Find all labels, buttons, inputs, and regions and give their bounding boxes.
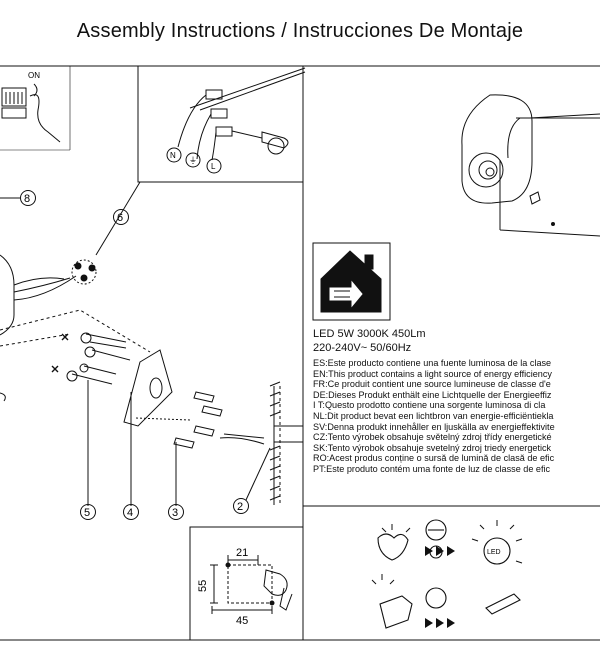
power-spec: 220-240V~ 50/60Hz [313, 342, 412, 354]
energy-class-text-block: ES:Este producto contiene una fuente lum… [313, 358, 600, 475]
dim-45-label: 45 [236, 615, 248, 627]
lang-sk: SK:Tento výrobok obsahuje svetelný zdroj… [313, 442, 552, 453]
switch-on-label: ON [28, 71, 40, 80]
terminal-l-label: L [211, 162, 216, 171]
callout-5-circle [80, 504, 96, 520]
callout-4-label: 4 [127, 507, 133, 519]
led-icon-label: LED [487, 549, 501, 556]
wall-section-drawing [269, 381, 304, 505]
house-icon [312, 242, 391, 321]
dim-55-label: 55 [197, 580, 209, 592]
callout-8-circle [20, 190, 36, 206]
lang-nl: NL:Dit product bevat een lichtbron van e… [313, 410, 554, 421]
terminal-n-label: N [170, 151, 176, 160]
light-rays-icon [371, 520, 523, 585]
mounting-base-drawing [0, 254, 151, 402]
ground-terminal [185, 152, 201, 168]
screws-drawing [51, 332, 131, 385]
callout-3-label: 3 [172, 507, 178, 519]
arrow-triangles [425, 546, 455, 628]
callout-6-leader [95, 181, 141, 256]
wire-connectors-icon [177, 67, 306, 161]
breaker-panel-icon [1, 83, 61, 143]
callout-4-circle [123, 504, 139, 520]
wall-plugs-drawing [173, 391, 265, 449]
callout-3-circle [168, 504, 184, 520]
mounting-bracket-drawing [123, 349, 191, 427]
drill-template-drawing [210, 555, 293, 614]
driver-icons [379, 587, 521, 629]
wiring-inset-frame [137, 66, 303, 183]
drill-template-frame [189, 526, 303, 640]
lang-en: EN:This product contains a light source … [313, 368, 552, 379]
lang-it: I T:Questo prodotto contiene una sorgent… [313, 400, 546, 411]
lamp-spec: LED 5W 3000K 450Lm [313, 328, 426, 340]
page-title: Assembly Instructions / Instrucciones De… [76, 20, 524, 42]
lang-ro: RO:Acest produs conține o sursă de lumin… [313, 453, 555, 464]
neutral-terminal [166, 147, 182, 163]
dim-21-label: 21 [236, 547, 248, 559]
wall-lamp-drawing [461, 94, 600, 237]
callout-2-circle [233, 498, 249, 514]
callout-6-label: 6 [117, 212, 123, 224]
do-not-look-at-light-icons [377, 519, 511, 565]
lang-de: DE:Dieses Produkt enthält eine Lichtquel… [313, 389, 552, 400]
callout-8-label: 8 [24, 193, 30, 205]
lang-sv: SV:Denna produkt innehåller en ljuskälla… [313, 421, 555, 432]
callout-6-circle [113, 209, 129, 225]
lang-cz: CZ:Tento výrobek obsahuje světelný zdroj… [313, 432, 552, 443]
terminal-ground-label: ⏚ [189, 156, 197, 165]
callout-2-label: 2 [237, 501, 243, 513]
lang-pt: PT:Este produto contém uma fonte de luz … [313, 463, 551, 474]
lang-es: ES:Este producto contiene una fuente lum… [313, 358, 552, 368]
callout-5-label: 5 [84, 507, 90, 519]
live-terminal [206, 158, 222, 174]
lang-fr: FR:Ce produit contient une source lumine… [313, 379, 551, 390]
